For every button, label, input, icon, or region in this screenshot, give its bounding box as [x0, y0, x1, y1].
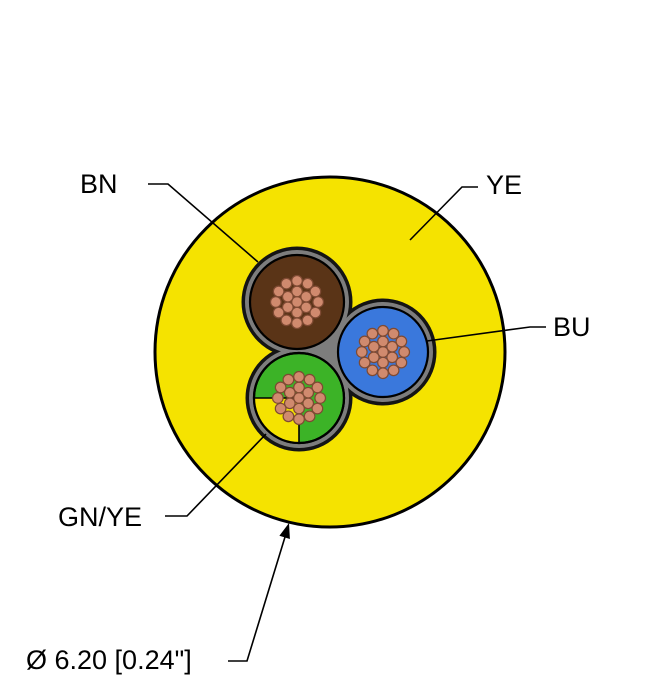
wire-strand [291, 274, 303, 287]
conductor-blue [336, 305, 430, 399]
label-diameter: Ø 6.20 [0.24"] [26, 645, 192, 675]
conductor-green-strands [271, 370, 327, 426]
wire-strand [367, 340, 380, 353]
wire-strand [291, 317, 303, 330]
wire-strand [301, 277, 314, 290]
ye-leader-line [409, 186, 478, 241]
wire-strand [269, 296, 282, 308]
wire-strand [272, 285, 285, 298]
label-bu: BU [553, 312, 591, 342]
wire-strand [311, 402, 324, 415]
wire-strand [309, 285, 322, 298]
wire-strand [309, 306, 322, 319]
wire-strand [303, 373, 316, 386]
wire-strand [274, 402, 287, 415]
bu-leader-line [426, 326, 546, 342]
wire-strand [398, 346, 411, 358]
wire-strand [302, 386, 315, 399]
diameter-leader-line [228, 536, 286, 662]
wire-strand [283, 386, 296, 399]
wire-strand [387, 364, 400, 377]
bn-leader-line [148, 183, 259, 263]
wire-strand [293, 413, 305, 426]
wire-strand [366, 327, 379, 340]
gnye-leader-line [165, 433, 267, 517]
wire-strand [358, 335, 371, 348]
wire-strand [282, 410, 295, 423]
wire-strand [312, 296, 325, 308]
wire-strand [386, 340, 399, 353]
wire-strand [311, 381, 324, 394]
conductor-brown-strands [269, 274, 325, 330]
wire-strand [387, 327, 400, 340]
wire-strand [395, 335, 408, 348]
wire-strand [377, 324, 389, 337]
wire-strand [314, 392, 327, 404]
wire-strand [301, 314, 314, 327]
wire-strand [358, 356, 371, 369]
wire-strand [280, 277, 293, 290]
label-ye: YE [486, 170, 522, 200]
wire-strand [271, 392, 284, 404]
wire-strand [293, 370, 305, 383]
conductor-blue-strands [355, 324, 411, 380]
wire-strand [377, 367, 389, 380]
wire-strand [274, 381, 287, 394]
wire-strand [355, 346, 368, 358]
conductor-green-outline [252, 351, 346, 445]
wire-strand [282, 373, 295, 386]
wire-strand [281, 290, 294, 303]
wire-strand [272, 306, 285, 319]
wire-strand [303, 410, 316, 423]
conductor-brown [248, 253, 346, 351]
label-bn: BN [80, 169, 118, 199]
wire-strand [395, 356, 408, 369]
wire-strand [280, 314, 293, 327]
wire-strand [300, 290, 313, 303]
label-gnye: GN/YE [58, 502, 142, 532]
diameter-arrowhead [279, 523, 290, 539]
conductor-green-yellow [252, 351, 346, 445]
wire-strand [366, 364, 379, 377]
